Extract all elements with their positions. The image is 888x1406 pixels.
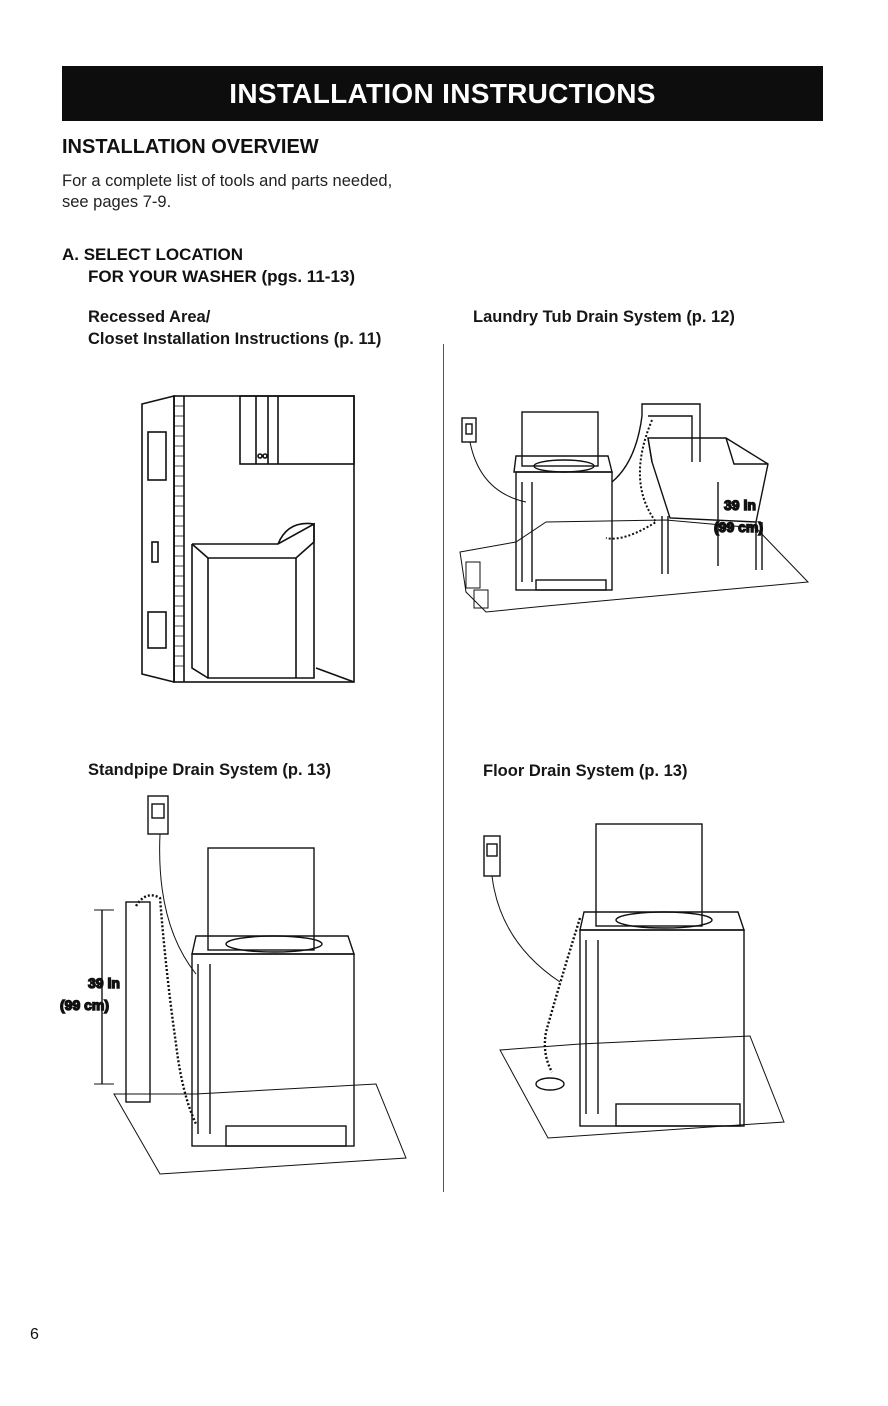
- caption-recessed: Recessed Area/ Closet Installation Instr…: [88, 306, 381, 350]
- caption-recessed-line1: Recessed Area/: [88, 308, 211, 326]
- section-title: INSTALLATION OVERVIEW: [62, 136, 319, 158]
- floor-drain-illustration: [483, 823, 785, 1139]
- recessed-closet-illustration: [141, 394, 355, 684]
- intro-text: For a complete list of tools and parts n…: [62, 172, 393, 211]
- step-a-heading: A. SELECT LOCATION FOR YOUR WASHER (pgs.…: [62, 244, 355, 288]
- laundry-height-cm: (99 cm): [714, 519, 763, 535]
- header-banner: INSTALLATION INSTRUCTIONS: [62, 66, 823, 121]
- standpipe-illustration: 39 in (99 cm): [59, 795, 407, 1175]
- standpipe-height-in: 39 in: [88, 975, 120, 991]
- page-number: 6: [30, 1326, 39, 1343]
- step-a-line2: FOR YOUR WASHER (pgs. 11-13): [88, 267, 356, 286]
- caption-standpipe: Standpipe Drain System (p. 13): [88, 761, 331, 779]
- column-divider: [443, 344, 444, 1192]
- laundry-height-in: 39 in: [724, 497, 756, 513]
- standpipe-height-cm: (99 cm): [60, 997, 109, 1013]
- caption-laundry-tub: Laundry Tub Drain System (p. 12): [473, 308, 735, 326]
- caption-recessed-line2: Closet Installation Instructions (p. 11): [88, 330, 382, 348]
- laundry-tub-illustration: 39 in (99 cm): [459, 403, 810, 613]
- step-a-line1: A. SELECT LOCATION: [62, 245, 244, 264]
- caption-floor-drain: Floor Drain System (p. 13): [483, 762, 688, 780]
